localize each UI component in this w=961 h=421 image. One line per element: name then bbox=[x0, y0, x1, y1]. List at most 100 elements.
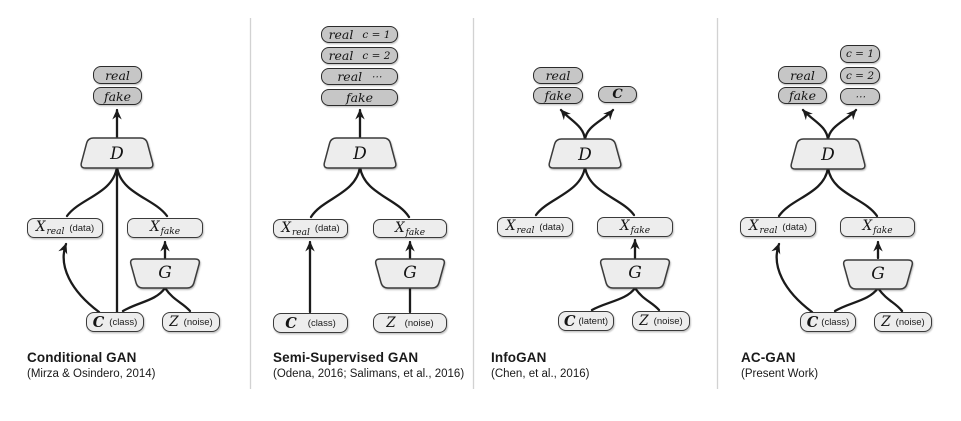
output-label: real bbox=[105, 67, 130, 83]
z-note: (noise) bbox=[183, 316, 213, 328]
z-note: (noise) bbox=[895, 316, 925, 328]
x-fake-sub: fake bbox=[630, 226, 651, 236]
panel-citation: (Chen, et al., 2016) bbox=[491, 367, 590, 380]
x-real-sub: real bbox=[759, 226, 778, 236]
output-label: fake bbox=[544, 88, 572, 103]
curve-d-to-xreal bbox=[309, 165, 362, 219]
panel-caption: Semi-Supervised GAN (Odena, 2016; Salima… bbox=[273, 350, 464, 381]
arrow-d-to-class-outputs bbox=[826, 108, 858, 142]
z-sym: Z bbox=[169, 314, 179, 330]
x-real-sym: X bbox=[748, 218, 759, 234]
z-input-box: Z (noise) bbox=[162, 312, 220, 332]
generator-label: G bbox=[403, 263, 417, 283]
x-fake-sym: X bbox=[619, 218, 630, 234]
x-real-sym: X bbox=[281, 219, 291, 236]
discriminator-label: D bbox=[353, 143, 367, 164]
curve-g-to-z bbox=[633, 286, 661, 312]
class-output-box-c1: c = 1 bbox=[840, 45, 880, 63]
arrow-d-to-realfake bbox=[801, 108, 830, 142]
output-box-real: real bbox=[533, 67, 583, 84]
z-note: (noise) bbox=[404, 317, 434, 329]
x-real-note: (data) bbox=[782, 221, 808, 233]
aux-output-box-c: C bbox=[598, 86, 637, 103]
output-tag: ⋯ bbox=[371, 70, 382, 83]
panel-title: Conditional GAN bbox=[27, 350, 137, 365]
discriminator-trapezoid bbox=[323, 137, 397, 169]
curve-d-to-xreal bbox=[534, 165, 587, 217]
curve-g-to-z bbox=[163, 286, 192, 313]
panel-caption: Conditional GAN (Mirza & Osindero, 2014) bbox=[27, 350, 155, 381]
c-input-box: C (class) bbox=[273, 313, 348, 333]
c-input-box: C (class) bbox=[800, 312, 856, 332]
c-sym: C bbox=[563, 312, 576, 330]
generator-trapezoid bbox=[599, 258, 671, 289]
z-input-box: Z (noise) bbox=[373, 313, 447, 333]
x-real-sub: real bbox=[516, 226, 535, 236]
panel-title: Semi-Supervised GAN bbox=[273, 350, 419, 365]
output-box-real-etc: real ⋯ bbox=[321, 68, 398, 85]
c-sym: C bbox=[285, 314, 297, 332]
output-box-fake: fake bbox=[321, 89, 398, 106]
output-label: fake bbox=[103, 88, 132, 104]
x-real-box: Xreal (data) bbox=[27, 218, 103, 238]
arrow-c-to-xreal bbox=[58, 242, 101, 314]
x-real-sub: real bbox=[46, 227, 65, 237]
curve-d-to-xfake bbox=[358, 165, 411, 219]
panel-caption: InfoGAN (Chen, et al., 2016) bbox=[491, 350, 589, 381]
output-label: fake bbox=[788, 88, 817, 103]
class-output-box-etc: ⋯ bbox=[840, 88, 880, 105]
c-sym: C bbox=[92, 313, 105, 331]
x-real-note: (data) bbox=[69, 222, 95, 234]
output-label: fake bbox=[345, 90, 374, 105]
output-box-real-c1: real c = 1 bbox=[321, 26, 398, 43]
discriminator-trapezoid bbox=[790, 138, 866, 170]
z-input-box: Z (noise) bbox=[632, 311, 690, 331]
panel-dividers bbox=[249, 18, 719, 389]
output-tag: c = 1 bbox=[362, 28, 391, 41]
output-label: real bbox=[328, 27, 354, 42]
x-real-sym: X bbox=[35, 219, 46, 235]
x-real-box: Xreal (data) bbox=[497, 217, 573, 237]
panel-title: AC-GAN bbox=[741, 350, 796, 365]
output-label: real bbox=[790, 67, 815, 83]
class-output-label: c = 2 bbox=[845, 69, 875, 82]
x-fake-box: Xfake bbox=[127, 218, 203, 238]
panel-citation: (Mirza & Osindero, 2014) bbox=[27, 367, 156, 380]
output-box-fake: fake bbox=[533, 87, 583, 104]
panel-citation: (Odena, 2016; Salimans, et al., 2016) bbox=[273, 367, 465, 380]
curve-d-to-xfake bbox=[826, 166, 879, 218]
c-input-box: C (class) bbox=[86, 312, 144, 332]
x-real-note: (data) bbox=[539, 221, 565, 233]
output-box-fake: fake bbox=[778, 87, 827, 104]
arrow-c-to-xreal bbox=[771, 242, 814, 314]
class-output-label: ⋯ bbox=[854, 90, 866, 103]
z-sym: Z bbox=[639, 313, 649, 329]
z-sym: Z bbox=[386, 315, 396, 331]
x-real-sub: real bbox=[291, 227, 310, 238]
c-note: (latent) bbox=[578, 315, 609, 327]
c-note: (class) bbox=[821, 316, 850, 328]
panel-citation: (Present Work) bbox=[741, 367, 819, 380]
class-output-label: c = 1 bbox=[845, 48, 875, 60]
z-input-box: Z (noise) bbox=[874, 312, 932, 332]
discriminator-label: D bbox=[110, 143, 124, 164]
x-real-note: (data) bbox=[314, 223, 340, 234]
x-fake-sym: X bbox=[862, 218, 873, 234]
output-box-fake: fake bbox=[93, 87, 142, 105]
arrow-d-to-realfake bbox=[559, 108, 587, 142]
discriminator-trapezoid bbox=[80, 137, 154, 169]
z-sym: Z bbox=[881, 314, 891, 330]
generator-label: G bbox=[628, 263, 642, 283]
curve-d-to-xreal bbox=[777, 166, 830, 218]
x-fake-sym: X bbox=[149, 219, 160, 235]
curve-g-to-z bbox=[876, 286, 904, 313]
panel-caption: AC-GAN (Present Work) bbox=[741, 350, 818, 381]
c-note: (class) bbox=[109, 316, 138, 328]
discriminator-trapezoid bbox=[548, 138, 622, 169]
generator-trapezoid bbox=[842, 259, 914, 290]
curve-d-to-xfake bbox=[583, 165, 636, 217]
x-fake-box: Xfake bbox=[373, 219, 447, 238]
discriminator-label: D bbox=[821, 144, 835, 165]
